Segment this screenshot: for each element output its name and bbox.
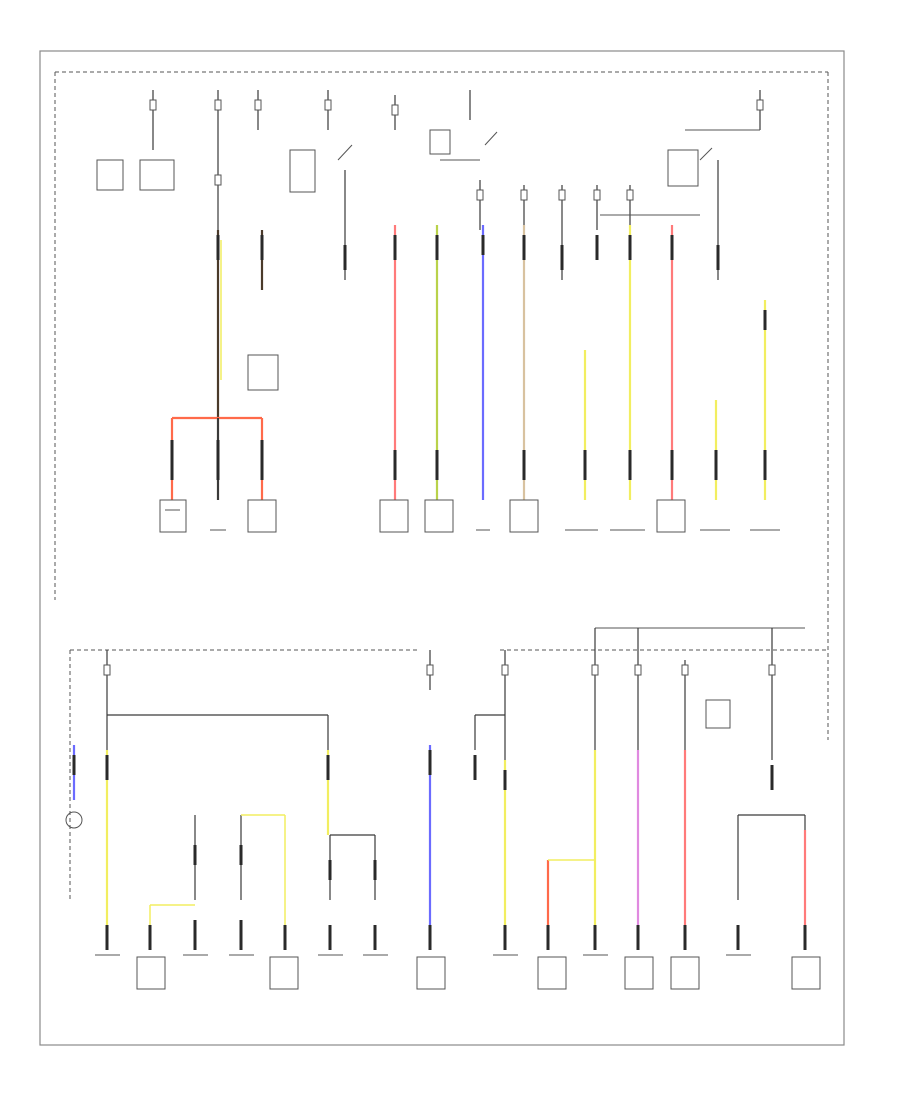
- connector-marks-bottom: [72, 750, 807, 950]
- components-top: [96, 129, 760, 391]
- wires-top: [216, 225, 767, 500]
- connectors-bottom: [65, 699, 821, 990]
- connectors-top: [159, 499, 686, 533]
- fuse-symbols-bottom: [103, 664, 776, 676]
- wires-bottom: [72, 745, 807, 950]
- ground-symbols-top: [165, 509, 780, 531]
- connector-marks-top: [170, 235, 767, 480]
- fuse-drops-bottom: [106, 628, 806, 900]
- diagram-border: [39, 50, 845, 1046]
- bus-bottom: [69, 627, 828, 900]
- power-bus-top: [54, 71, 829, 740]
- fuse-symbols-top: [149, 99, 764, 201]
- fuse-drops-top: [152, 90, 761, 280]
